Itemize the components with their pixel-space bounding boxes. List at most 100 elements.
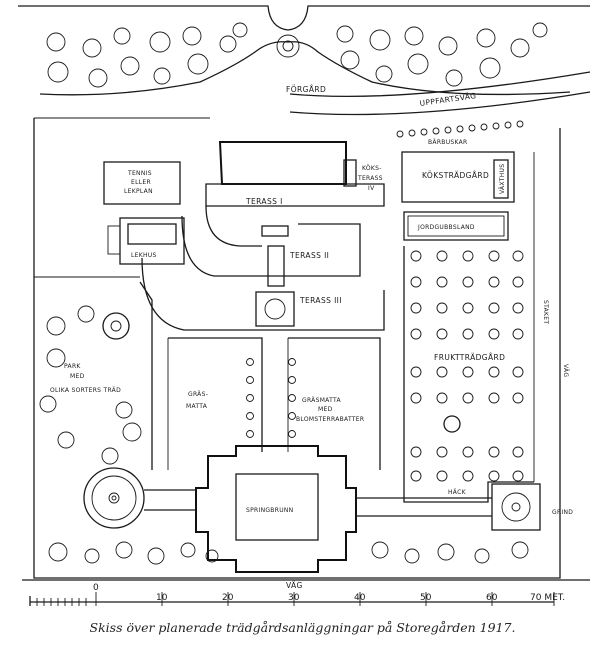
- park-edge: [139, 281, 153, 470]
- fruit-tree: [410, 392, 422, 404]
- fruit-tree: [410, 250, 422, 262]
- forecourt-edge: [39, 41, 571, 96]
- fruit-tree: [462, 276, 474, 288]
- strawberry-bed: [403, 211, 509, 241]
- fruit-tree: [512, 302, 524, 314]
- scale-label-10: 10: [156, 593, 168, 603]
- label-uppfartsvag: UPPFARTSVÄG: [419, 91, 477, 108]
- label-terass-2: TERASS II: [289, 251, 329, 260]
- main-house: [218, 141, 347, 185]
- label-vag-side: VÄG: [562, 364, 569, 377]
- central-steps: [267, 245, 285, 287]
- fruit-tree: [488, 328, 500, 340]
- fruit-tree: [512, 470, 524, 482]
- fruit-tree: [488, 470, 500, 482]
- fruit-tree: [436, 328, 448, 340]
- scale-label-0: 0: [93, 583, 99, 593]
- playhouse: [127, 223, 177, 245]
- shrubs: [46, 22, 548, 88]
- fruit-tree: [436, 302, 448, 314]
- park-trees: [39, 305, 142, 465]
- label-koks-3: IV: [368, 185, 375, 192]
- park-roundel: [102, 312, 130, 340]
- fruit-tree: [512, 250, 524, 262]
- fruit-tree: [488, 276, 500, 288]
- fruit-tree: [410, 470, 422, 482]
- kitchen-terrace-stair: [343, 159, 357, 187]
- stair-1: [261, 225, 289, 237]
- fruit-tree: [436, 470, 448, 482]
- corner-pavilion: [491, 483, 541, 531]
- label-koks-1: KÖKS-: [362, 165, 382, 172]
- label-lekhus: LEKHUS: [131, 252, 157, 259]
- fruit-tree: [462, 446, 474, 458]
- label-hack: HÄCK: [448, 489, 467, 496]
- label-park-3: OLIKA SORTERS TRÄD: [50, 387, 121, 394]
- fruit-tree: [462, 470, 474, 482]
- figure-caption: Skiss över planerade trädgårdsanläggning…: [89, 620, 516, 635]
- label-frukttradgard: FRUKTTRÄDGÅRD: [434, 353, 505, 362]
- fruit-tree: [410, 328, 422, 340]
- fruit-tree: [488, 366, 500, 378]
- fruit-tree: [410, 302, 422, 314]
- scale-label-30: 30: [288, 593, 300, 603]
- scale-label-60: 60: [486, 593, 498, 603]
- fruit-tree: [512, 392, 524, 404]
- label-park-2: MED: [70, 373, 85, 380]
- fruit-tree: [436, 250, 448, 262]
- round-lawn: [83, 467, 145, 529]
- label-tennis-1: TENNIS: [127, 170, 152, 177]
- terrace-2: [181, 215, 361, 277]
- fountain-court: [195, 445, 357, 573]
- label-staket: STAKET: [542, 300, 549, 324]
- top-road-edge: [18, 5, 590, 31]
- orchard-edge: [403, 246, 534, 503]
- fruit-tree: [436, 392, 448, 404]
- scale-bar: 0 10 20 30 40 50 60 70 MET.: [29, 583, 565, 606]
- label-grasmatta-2: MED: [318, 406, 333, 413]
- fountain-pool: [235, 473, 319, 541]
- label-terass-1: TERASS I: [245, 197, 283, 206]
- label-terass-3: TERASS III: [299, 296, 342, 305]
- fruit-tree: [436, 366, 448, 378]
- terrace-3: [141, 257, 385, 331]
- berry-bush-row: [396, 120, 524, 138]
- kitchen-garden: [401, 151, 515, 203]
- label-forgard: FÖRGÅRD: [286, 85, 326, 94]
- lawn-left: [168, 337, 263, 452]
- label-koks-2: TERASS: [357, 175, 383, 182]
- orchard-pond: [443, 415, 461, 433]
- driveway-edge-upper: [289, 71, 591, 98]
- fruit-tree: [462, 366, 474, 378]
- fruit-tree: [488, 392, 500, 404]
- garden-plan-drawing: FÖRGÅRD UPPFARTSVÄG BÄRBUSKAR TENNIS ELL…: [18, 5, 591, 606]
- fruit-tree: [462, 392, 474, 404]
- label-grasmatta-1: GRÄSMATTA: [302, 397, 341, 404]
- scale-label-70: 70 MET.: [530, 593, 565, 603]
- terrace-3-steps: [255, 291, 295, 327]
- forecourt-roundel: [276, 34, 300, 58]
- fruit-tree: [410, 366, 422, 378]
- property-boundary: [33, 118, 561, 579]
- avenue-trees: [246, 358, 296, 438]
- greenhouse: [493, 159, 509, 199]
- fruit-tree: [488, 250, 500, 262]
- driveway-edge-lower: [289, 91, 591, 116]
- scale-label-20: 20: [222, 593, 234, 603]
- fruit-tree: [436, 276, 448, 288]
- fruit-tree: [512, 328, 524, 340]
- scale-label-50: 50: [420, 593, 432, 603]
- lawn-right: [288, 337, 381, 470]
- tennis-court: [103, 161, 181, 205]
- fruit-tree: [512, 446, 524, 458]
- fruit-tree: [512, 276, 524, 288]
- fruit-tree: [488, 302, 500, 314]
- label-gras-2: MATTA: [186, 403, 208, 410]
- fruit-tree: [462, 302, 474, 314]
- fruit-tree: [410, 446, 422, 458]
- label-vag-bottom: VÄG: [286, 581, 303, 590]
- label-grind: GRIND: [552, 509, 573, 516]
- label-vaxthus: VÄXTHUS: [499, 164, 506, 194]
- label-springbrunn: SPRINGBRUNN: [246, 507, 293, 514]
